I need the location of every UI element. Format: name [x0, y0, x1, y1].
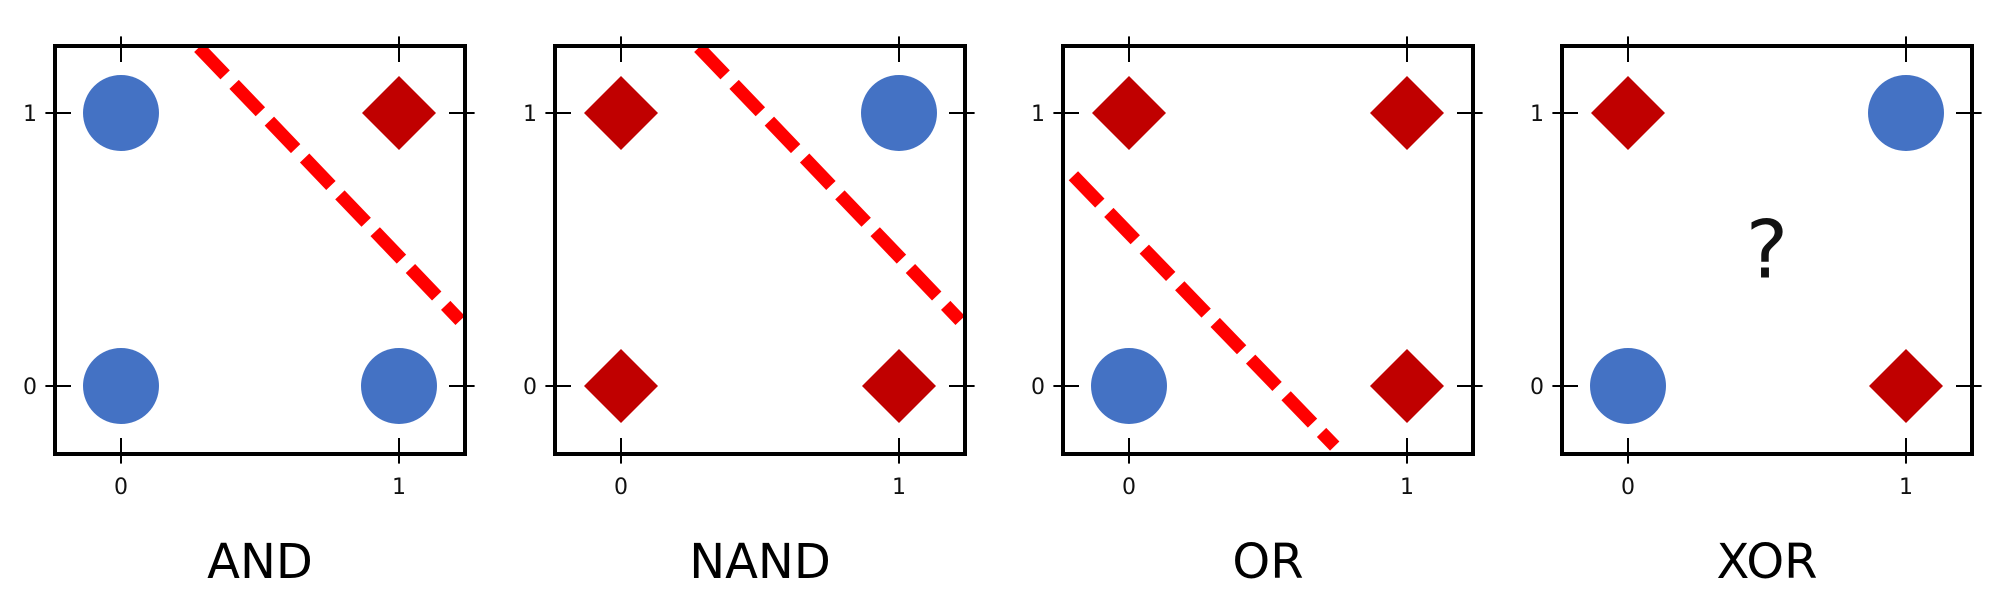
plot-frame	[53, 44, 467, 456]
x-tick-label: 0	[614, 475, 628, 500]
diamond-point	[584, 76, 658, 150]
y-tick-label: 0	[1530, 375, 1544, 400]
panel-title: NAND	[689, 534, 831, 590]
x-tick-label: 0	[1621, 475, 1635, 500]
plot-frame	[1061, 44, 1475, 456]
y-tick-label: 0	[23, 375, 37, 400]
decision-boundary-line	[694, 46, 965, 325]
y-tick-label: 1	[23, 102, 37, 127]
diamond-point	[362, 76, 436, 150]
y-tick-label: 0	[1031, 375, 1045, 400]
decision-boundary-line	[1068, 171, 1340, 451]
diamond-point	[1869, 349, 1943, 423]
diamond-point	[584, 349, 658, 423]
panel-title: XOR	[1717, 534, 1818, 590]
y-tick-label: 1	[1530, 102, 1544, 127]
circle-point	[1091, 348, 1167, 424]
y-tick-label: 0	[523, 375, 537, 400]
circle-point	[1590, 348, 1666, 424]
y-tick-label: 1	[523, 102, 537, 127]
x-tick-label: 0	[114, 475, 128, 500]
panel-title: OR	[1232, 534, 1303, 590]
diamond-point	[862, 349, 936, 423]
panel-or: 0 1 0 1OR	[1031, 36, 1483, 590]
panel-title: AND	[207, 534, 313, 590]
plot-frame	[1560, 44, 1974, 456]
question-mark-annotation: ?	[1746, 204, 1788, 297]
x-tick-label: 1	[892, 475, 906, 500]
y-tick-label: 1	[1031, 102, 1045, 127]
diamond-point	[1370, 349, 1444, 423]
diamond-point	[1591, 76, 1665, 150]
x-tick-label: 1	[1400, 475, 1414, 500]
decision-boundary-line	[194, 46, 465, 325]
diamond-point	[1370, 76, 1444, 150]
circle-point	[1868, 75, 1944, 151]
circle-point	[83, 348, 159, 424]
circle-point	[861, 75, 937, 151]
circle-point	[361, 348, 437, 424]
plot-frame	[553, 44, 967, 456]
x-tick-label: 1	[1899, 475, 1913, 500]
x-tick-label: 1	[392, 475, 406, 500]
diamond-point	[1092, 76, 1166, 150]
x-tick-label: 0	[1122, 475, 1136, 500]
circle-point	[83, 75, 159, 151]
